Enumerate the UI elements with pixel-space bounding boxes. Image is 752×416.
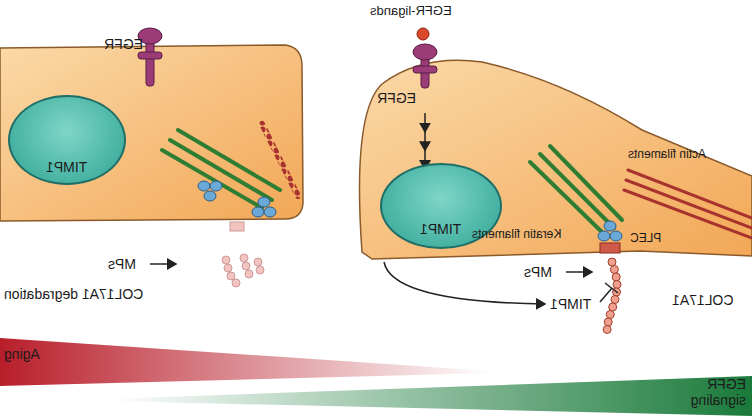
collagen-degraded [222,222,264,287]
mps-arrows [600,288,612,302]
collagen-beads [608,258,616,266]
label: EGFR-ligands [370,4,452,19]
keratin-filaments [178,130,280,190]
node-text: EGFR [368,90,416,106]
right-cell [360,60,752,259]
receptor-label: EGFR [368,90,416,110]
collagen-beads [609,303,617,311]
mps-arrows [150,263,176,265]
collagen-beads [611,296,619,304]
hemidesmosome [598,231,610,241]
collagen-degraded [232,279,240,287]
aging-wedge [0,338,490,386]
label: EGFR signaling [672,376,746,408]
hemidesmosome [610,231,622,241]
egfr-receptor [413,44,437,60]
keratin-filaments [530,162,606,236]
plec [600,243,620,253]
collagen-beads [604,318,612,326]
collagen-degraded [245,270,253,278]
node-text: EGFR [95,36,143,52]
collagen-degraded [227,272,235,280]
collagen-degraded [222,256,230,264]
collagen-degraded [230,222,244,231]
egfr-ligand [417,28,429,40]
label: Keratin filaments [472,228,561,242]
actin-filaments [624,190,752,238]
hemidesmosome [198,181,210,191]
node-text: TIMP1 [420,221,461,237]
label: Actin filaments [628,148,706,162]
hemidesmosome [210,181,222,191]
actin-filaments [626,180,752,228]
collagen-degraded [242,262,250,270]
hemidesmosome [258,197,270,207]
mps-arrows [566,271,592,273]
mps-arrows [150,262,618,304]
egfr-receptor [413,66,437,73]
actin-filaments [262,124,752,238]
collagen-beads [612,273,620,281]
hemidesmosome [252,207,264,217]
nucleus: TIMP1 [8,95,126,185]
collagen-degraded [240,254,248,262]
collagen-degraded [254,258,262,266]
actin-filaments [628,170,752,218]
egfr-receptor [138,28,437,88]
label: PLEC [630,232,661,246]
collagen-degraded [256,266,264,274]
keratin-filaments [162,150,262,208]
mps-arrows [384,262,545,304]
receptor-label: EGFR [95,36,143,56]
hemidesmosome [264,207,276,217]
right-cell [360,60,752,259]
plec [600,243,620,253]
mps-arrows [605,283,618,293]
collagen-beads [603,326,611,334]
label: MPs [524,264,552,280]
collagen-beads [606,311,614,319]
label: MPs [108,256,136,272]
keratin-filaments [550,146,622,220]
keratin-filaments [540,154,614,228]
label: COL17A1 degradation [4,286,143,302]
label: TIMP1 [550,296,591,312]
signal-arrow [424,113,426,169]
collagen-degraded [224,264,232,272]
hemidesmosome [604,221,616,231]
egfr-signaling-wedge [110,376,752,416]
egfr-receptor [138,52,162,59]
label: COL17A1 [672,292,733,308]
collagen-beads [610,266,618,274]
label: Aging [4,346,40,362]
actin-filaments [262,124,298,196]
hemidesmosome [204,191,216,201]
node-text: TIMP1 [46,159,87,175]
collagen-beads [613,281,621,289]
keratin-filaments [170,140,272,200]
